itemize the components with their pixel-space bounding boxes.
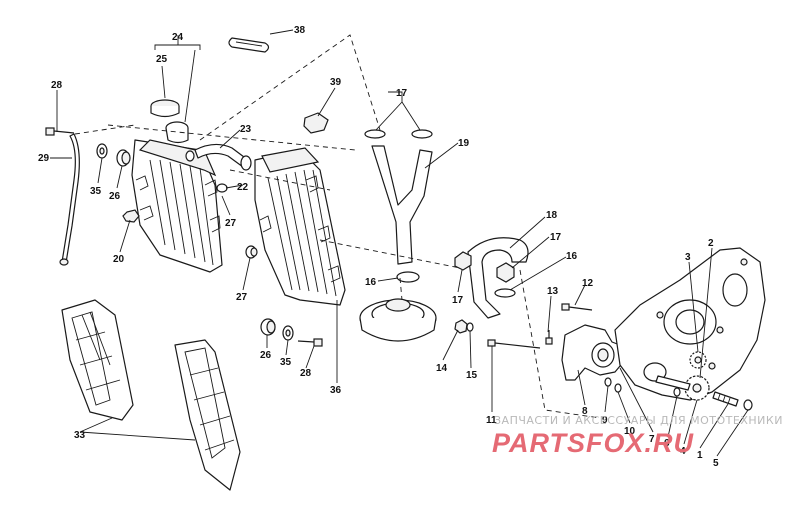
callout-16-left: 16 <box>365 277 377 288</box>
callout-12: 12 <box>582 278 594 289</box>
callout-23: 23 <box>240 124 252 135</box>
callout-14: 14 <box>436 363 448 374</box>
callout-13: 13 <box>547 286 559 297</box>
callout-26-lower: 26 <box>260 350 272 361</box>
callout-6: 6 <box>664 438 670 449</box>
watermark: ЗАПЧАСТИ И АКСЕССУАРЫ ДЛЯ МОТОТЕХНИКИ PA… <box>492 414 783 458</box>
washer-35-lower <box>282 325 294 341</box>
callout-5: 5 <box>713 458 719 469</box>
callout-16-right: 16 <box>566 251 578 262</box>
grommet-26-lower <box>260 318 276 336</box>
bolt-13 <box>545 330 553 345</box>
callout-39: 39 <box>330 77 342 88</box>
washer-6 <box>673 387 681 397</box>
callout-2: 2 <box>708 238 714 249</box>
cap-39 <box>303 112 329 134</box>
callout-19: 19 <box>458 138 470 149</box>
gear-3 <box>689 351 707 369</box>
watermark-logo: PARTSFOX.RU <box>492 428 695 458</box>
bolt-4 <box>712 391 739 407</box>
left-radiator <box>131 139 223 273</box>
spacer-27-lower <box>245 245 258 259</box>
callout-35-upper: 35 <box>90 186 102 197</box>
shaft-7 <box>655 375 691 391</box>
water-pump <box>561 324 626 381</box>
callout-20: 20 <box>113 254 125 265</box>
callout-17-top: 17 <box>396 88 408 99</box>
callout-1: 1 <box>697 450 703 461</box>
callout-28-lower: 28 <box>300 368 312 379</box>
callout-10: 10 <box>624 426 636 437</box>
callout-28-upper: 28 <box>51 80 63 91</box>
right-radiator <box>254 147 346 306</box>
spacer-27-upper <box>185 150 195 162</box>
hose-clamp-16-elbow <box>494 288 516 298</box>
grommet-26-upper <box>116 149 131 167</box>
cylinder-head <box>359 298 437 342</box>
radiator-shroud-left <box>61 299 134 421</box>
engine-crankcase <box>614 247 766 401</box>
bolt-12 <box>561 303 593 311</box>
radiator-shroud-right <box>174 339 241 491</box>
callout-38: 38 <box>294 25 306 36</box>
clip-22 <box>216 183 228 193</box>
clip-38 <box>228 37 270 53</box>
callout-27-lower: 27 <box>236 292 248 303</box>
bolt-11 <box>487 339 541 349</box>
callout-labels: 28 29 35 26 20 24 25 23 22 27 27 26 35 2… <box>38 25 719 469</box>
callout-8: 8 <box>582 406 588 417</box>
callout-33: 33 <box>74 430 86 441</box>
callout-11: 11 <box>486 415 497 426</box>
hose-clamp-17-left <box>364 129 386 139</box>
callout-26-upper: 26 <box>109 191 121 202</box>
callout-7: 7 <box>649 434 655 445</box>
washer-35-upper <box>96 143 108 159</box>
overflow-tube <box>59 133 80 266</box>
callout-17-mid: 17 <box>452 295 464 306</box>
callout-18: 18 <box>546 210 558 221</box>
hose-clamp-17-elbow <box>496 262 515 283</box>
filler-neck <box>165 121 189 144</box>
callout-29: 29 <box>38 153 50 164</box>
callout-17-right: 17 <box>550 232 562 243</box>
hose-23 <box>194 143 252 171</box>
callout-35-lower: 35 <box>280 357 292 368</box>
washer-5 <box>743 399 753 411</box>
seal-10 <box>614 383 622 393</box>
callout-36: 36 <box>330 385 342 396</box>
assembly-dashed-lines <box>74 34 601 419</box>
callout-9: 9 <box>602 415 608 426</box>
hose-clamp-16-left <box>396 271 420 283</box>
callout-24: 24 <box>172 32 184 43</box>
callout-27-upper: 27 <box>225 218 237 229</box>
y-hose-19 <box>371 145 433 265</box>
callout-leader-lines <box>50 29 749 457</box>
radiator-cap <box>150 99 180 118</box>
callout-22: 22 <box>237 182 249 193</box>
watermark-tagline: ЗАПЧАСТИ И АКСЕССУАРЫ ДЛЯ МОТОТЕХНИКИ <box>494 414 783 427</box>
hose-clamp-17-right <box>411 129 433 139</box>
callout-3: 3 <box>685 252 691 263</box>
bolt-28-upper <box>45 127 75 136</box>
bolt-28-lower <box>297 338 323 347</box>
callout-4: 4 <box>680 446 686 457</box>
washer-15 <box>466 322 474 332</box>
nut-20 <box>122 209 140 223</box>
bolt-14 <box>454 319 468 334</box>
callout-25: 25 <box>156 54 168 65</box>
fitting-17-hex <box>454 251 472 271</box>
o-ring-9 <box>604 377 612 387</box>
callout-15: 15 <box>466 370 478 381</box>
elbow-hose-18 <box>467 237 529 319</box>
